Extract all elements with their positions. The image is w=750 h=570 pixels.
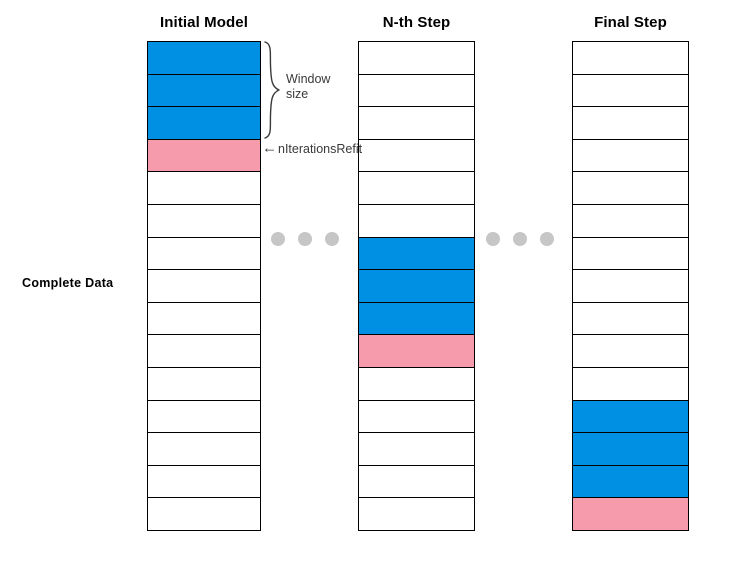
data-cell xyxy=(572,301,689,336)
data-cell xyxy=(358,269,475,303)
ellipsis-dot xyxy=(298,232,312,246)
data-cell xyxy=(572,464,689,499)
data-cell xyxy=(572,236,689,271)
data-cell xyxy=(572,203,689,238)
data-cell xyxy=(358,203,475,238)
data-cell xyxy=(147,366,261,401)
brace-icon xyxy=(264,41,280,139)
data-cell xyxy=(147,432,261,466)
data-cell xyxy=(358,138,475,173)
data-cell xyxy=(572,399,689,434)
data-cell xyxy=(572,269,689,303)
left-arrow-icon: ← xyxy=(262,139,277,157)
data-cell xyxy=(358,432,475,466)
ellipsis-dot xyxy=(540,232,554,246)
data-cell xyxy=(147,203,261,238)
data-cell xyxy=(147,41,261,75)
ellipsis-dots-right xyxy=(486,232,554,246)
data-cell xyxy=(358,464,475,499)
data-cell xyxy=(147,171,261,205)
data-cell xyxy=(572,432,689,466)
column-title-initial-model: Initial Model xyxy=(160,14,248,31)
data-cell xyxy=(147,399,261,434)
data-cell xyxy=(358,366,475,401)
column-title-final-step: Final Step xyxy=(594,14,667,31)
data-cell xyxy=(147,236,261,271)
data-cell xyxy=(358,301,475,336)
data-cell xyxy=(358,399,475,434)
data-cell xyxy=(358,106,475,140)
data-cell xyxy=(147,269,261,303)
data-cell xyxy=(572,106,689,140)
data-cell xyxy=(572,497,689,531)
data-cell xyxy=(358,73,475,108)
ellipsis-dots-left xyxy=(271,232,339,246)
data-column-final-step xyxy=(572,41,689,531)
data-cell xyxy=(572,334,689,368)
data-cell xyxy=(147,497,261,531)
complete-data-label: Complete Data xyxy=(22,276,114,290)
data-cell xyxy=(147,73,261,108)
data-cell xyxy=(358,334,475,368)
data-cell xyxy=(358,236,475,271)
column-title-nth-step: N-th Step xyxy=(382,14,451,31)
window-size-label: Window size xyxy=(286,72,331,101)
refit-annotation: ← nIterationsRefit xyxy=(262,141,362,156)
data-cell xyxy=(147,301,261,336)
ellipsis-dot xyxy=(486,232,500,246)
data-cell xyxy=(147,106,261,140)
ellipsis-dot xyxy=(325,232,339,246)
data-cell xyxy=(358,497,475,531)
data-cell xyxy=(147,464,261,499)
data-cell xyxy=(147,138,261,173)
data-cell xyxy=(358,41,475,75)
data-cell xyxy=(358,171,475,205)
data-cell xyxy=(572,138,689,173)
window-size-brace xyxy=(262,41,284,139)
data-cell xyxy=(572,73,689,108)
ellipsis-dot xyxy=(513,232,527,246)
data-cell xyxy=(147,334,261,368)
n-iterations-refit-label: nIterationsRefit xyxy=(278,141,363,156)
data-column-initial-model xyxy=(147,41,261,531)
data-cell xyxy=(572,41,689,75)
ellipsis-dot xyxy=(271,232,285,246)
data-cell xyxy=(572,366,689,401)
data-cell xyxy=(572,171,689,205)
data-column-nth-step xyxy=(358,41,475,531)
